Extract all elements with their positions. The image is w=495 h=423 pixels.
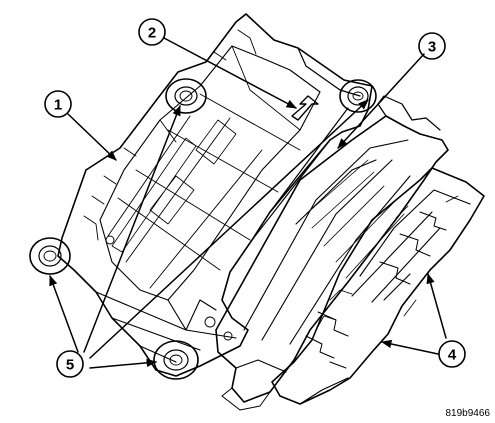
svg-text:4: 4	[448, 347, 457, 364]
svg-text:2: 2	[148, 25, 156, 42]
callout-5: 5	[56, 350, 84, 378]
grommet-bottom	[153, 340, 199, 380]
mounting-grommets	[29, 78, 377, 380]
svg-text:1: 1	[54, 97, 62, 114]
leader-lines	[49, 37, 447, 369]
callout-3: 3	[418, 32, 446, 60]
grommet-left	[29, 237, 71, 275]
grommet-top	[165, 78, 207, 114]
connector-block	[271, 167, 485, 405]
callout-1: 1	[44, 90, 72, 118]
svg-text:5: 5	[66, 357, 74, 374]
callout-2: 2	[138, 18, 166, 46]
mounting-bracket	[57, 13, 373, 377]
callout-4: 4	[438, 340, 466, 368]
direction-arrow-symbol	[291, 95, 319, 121]
grommet-right	[339, 79, 377, 113]
svg-text:3: 3	[428, 39, 436, 56]
figure-id: 819b9466	[446, 408, 491, 419]
